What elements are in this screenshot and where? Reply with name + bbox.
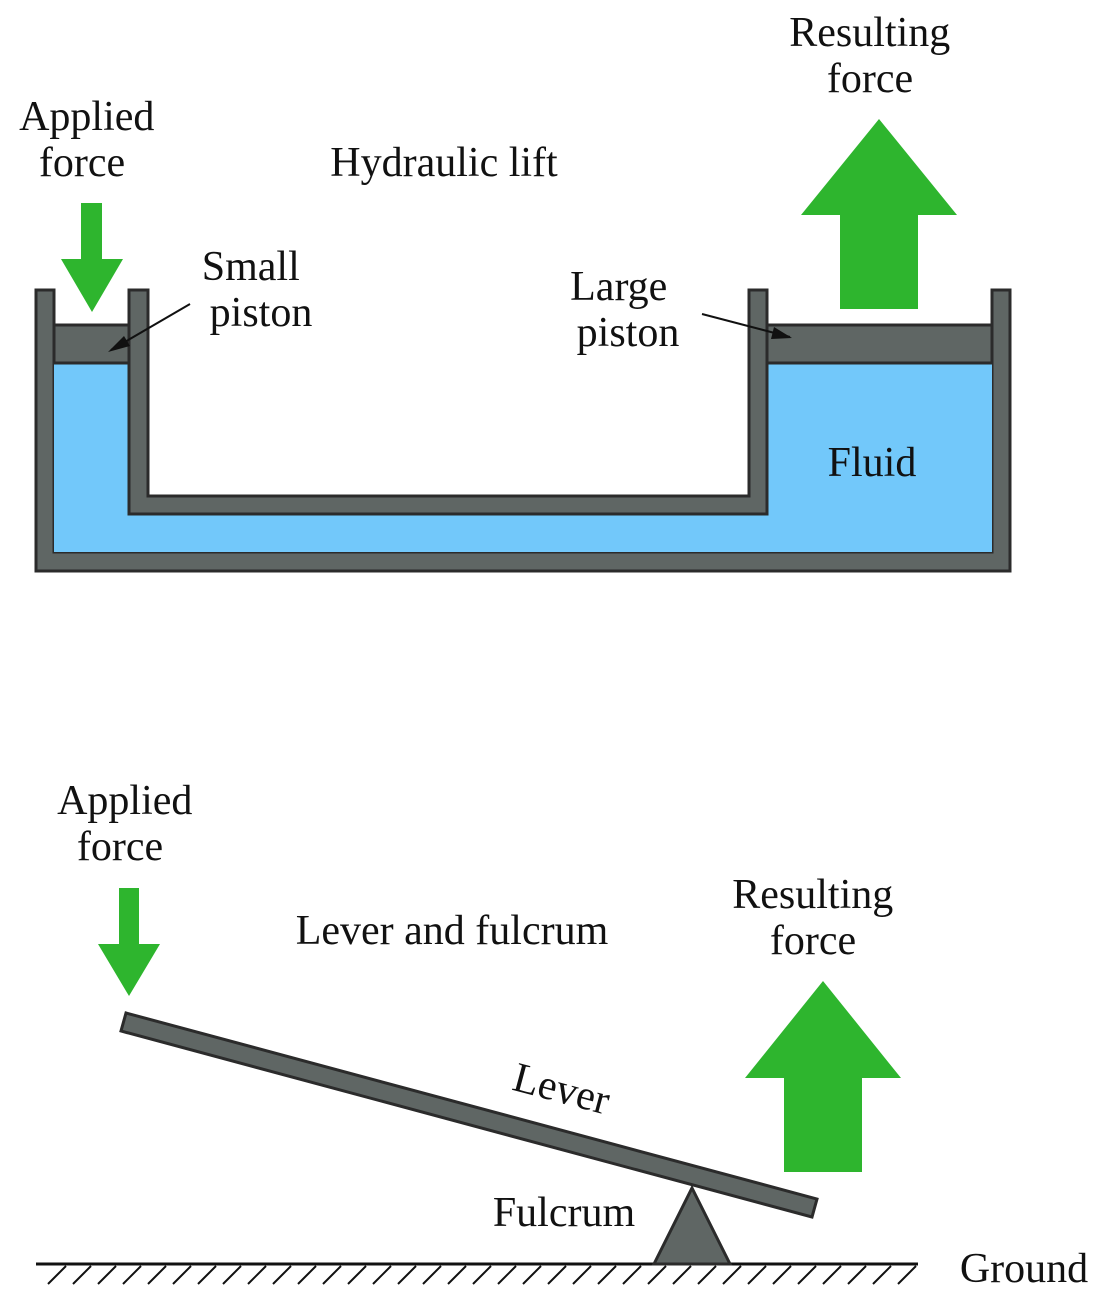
ground-hatch-mark: [497, 1265, 517, 1285]
large-piston-pointer-head: [771, 327, 792, 339]
fulcrum: [651, 1184, 733, 1266]
ground-hatch-mark: [272, 1265, 292, 1285]
fulcrum-label: Fulcrum: [493, 1190, 636, 1236]
ground-hatch-mark: [797, 1265, 817, 1285]
ground-hatch-mark: [872, 1265, 892, 1285]
ground-hatch-mark: [672, 1265, 692, 1285]
ground-hatch-mark: [397, 1265, 417, 1285]
ground-hatch-mark: [622, 1265, 642, 1285]
small-piston-pointer-head: [108, 336, 130, 352]
ground-hatching: [47, 1265, 917, 1285]
lever-applied-force-label: Applied force: [57, 778, 203, 870]
lever-bar: [119, 1011, 819, 1219]
ground-hatch-mark: [472, 1265, 492, 1285]
ground-hatch-mark: [297, 1265, 317, 1285]
ground-hatch-mark: [97, 1265, 117, 1285]
lever-applied-force-arrow-down-icon: [98, 888, 160, 996]
ground-hatch-mark: [322, 1265, 342, 1285]
ground-hatch-mark: [122, 1265, 142, 1285]
applied-force-arrow-down-icon: [61, 203, 123, 312]
large-piston: [765, 323, 994, 365]
ground-hatch-mark: [447, 1265, 467, 1285]
ground-hatch-mark: [722, 1265, 742, 1285]
ground-hatch-mark: [222, 1265, 242, 1285]
hydraulic-applied-force-label: Applied force: [19, 94, 165, 186]
ground-hatch-mark: [522, 1265, 542, 1285]
ground-hatch-mark: [772, 1265, 792, 1285]
ground-hatch-mark: [172, 1265, 192, 1285]
ground-hatch-mark: [822, 1265, 842, 1285]
hydraulic-resulting-force-label: Resulting force: [789, 10, 961, 102]
ground-hatch-mark: [572, 1265, 592, 1285]
ground-hatch-mark: [747, 1265, 767, 1285]
lever-label: Lever: [508, 1055, 615, 1125]
lever-resulting-force-arrow-up-icon: [745, 981, 901, 1172]
lever-resulting-force-label: Resulting force: [732, 872, 904, 964]
ground-hatch-mark: [247, 1265, 267, 1285]
resulting-force-arrow-up-icon: [801, 119, 957, 309]
large-piston-label: Large piston: [570, 264, 679, 356]
small-piston-label: Small piston: [202, 244, 313, 336]
lever-and-fulcrum: Applied force Lever and fulcrum Resultin…: [36, 778, 1088, 1292]
ground-hatch-mark: [72, 1265, 92, 1285]
ground-hatch-mark: [347, 1265, 367, 1285]
hydraulic-title: Hydraulic lift: [330, 140, 558, 186]
ground-hatch-mark: [547, 1265, 567, 1285]
ground-hatch-mark: [47, 1265, 67, 1285]
hydraulic-inner-wall: [127, 288, 769, 516]
ground-hatch-mark: [647, 1265, 667, 1285]
ground-hatch-mark: [697, 1265, 717, 1285]
ground-hatch-mark: [372, 1265, 392, 1285]
ground-label: Ground: [960, 1246, 1088, 1292]
ground-hatch-mark: [422, 1265, 442, 1285]
ground-hatch-mark: [847, 1265, 867, 1285]
hydraulic-lift: Applied force Hydraulic lift Resulting f…: [19, 10, 1012, 573]
lever-title: Lever and fulcrum: [296, 908, 609, 954]
ground-hatch-mark: [197, 1265, 217, 1285]
ground-hatch-mark: [597, 1265, 617, 1285]
ground-hatch-mark: [147, 1265, 167, 1285]
ground-hatch-mark: [897, 1265, 917, 1285]
fluid-label: Fluid: [828, 440, 917, 486]
